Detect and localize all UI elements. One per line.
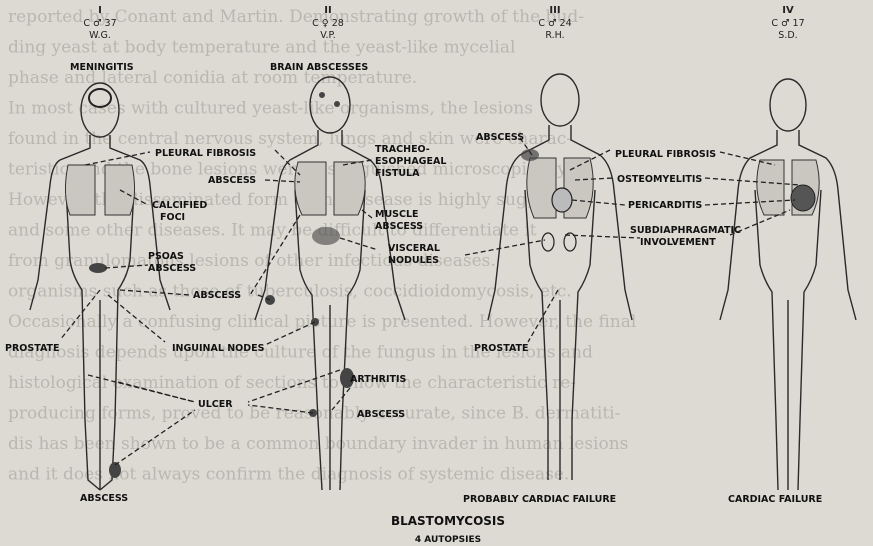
leader-osteo-4 <box>705 178 800 185</box>
case-1-numeral: I <box>98 5 102 16</box>
label-psoas-1: PSOAS <box>148 251 184 262</box>
label-inguinal-nodes: INGUINAL NODES <box>172 343 265 354</box>
label-psoas-2: ABSCESS <box>148 263 196 274</box>
label-abscess-knee: ABSCESS <box>357 409 405 420</box>
leader-visceral-3 <box>465 240 545 255</box>
case-4-sex-age: C ♂ 17 <box>771 18 804 29</box>
label-muscle-2: ABSCESS <box>375 221 423 232</box>
case-3-head <box>541 74 579 126</box>
background-text-line: In most cases with cultured yeast-like o… <box>8 99 533 119</box>
case-4-legs <box>755 190 821 490</box>
case-3-lung-right <box>527 158 556 218</box>
case-1-initials: W.G. <box>89 30 111 41</box>
figure-title: BLASTOMYCOSIS <box>391 514 505 528</box>
case-2-brain-lesion-1 <box>319 92 325 98</box>
label-subdiaphragmatic-1: SUBDIAPHRAGMATIC <box>630 225 741 236</box>
label-subdiaphragmatic-2: INVOLVEMENT <box>640 237 716 248</box>
label-pleural-fibrosis-2: PLEURAL FIBROSIS <box>615 149 716 160</box>
label-visceral-2: NODULES <box>388 255 439 266</box>
case-2-initials: V.P. <box>320 30 336 41</box>
case-1-lung-left <box>105 165 135 215</box>
case-4-initials: S.D. <box>778 30 797 41</box>
label-meningitis: MENINGITIS <box>70 62 134 73</box>
case-4-numeral: IV <box>782 5 794 16</box>
case-2-viscera <box>312 227 340 245</box>
figure-case-4: IV C ♂ 17 S.D. <box>720 5 856 490</box>
label-tracheo-2: ESOPHAGEAL <box>375 156 446 167</box>
case-1-psoas-lesion <box>89 263 107 273</box>
case-2-sex-age: C ♀ 28 <box>312 18 344 29</box>
leader-subdia <box>565 235 640 238</box>
case-2-numeral: II <box>324 5 331 16</box>
background-text-line: and it does not always confirm the diagn… <box>8 465 569 485</box>
case-3-shoulder-abscess <box>521 149 539 161</box>
label-abscess-lung: ABSCESS <box>208 175 256 186</box>
label-calcified-2: FOCI <box>160 212 185 223</box>
background-text-line: ding yeast at body temperature and the y… <box>8 38 515 58</box>
label-visceral-1: VISCERAL <box>388 243 440 254</box>
case-2-lung-right <box>295 162 326 215</box>
case-3-heart <box>552 188 572 212</box>
label-pleural-fibrosis-1: PLEURAL FIBROSIS <box>155 148 256 159</box>
label-arthritis: ARTHRITIS <box>350 374 407 385</box>
label-probably-cardiac-failure: PROBABLY CARDIAC FAILURE <box>463 494 616 505</box>
label-brain-abscesses: BRAIN ABSCESSES <box>270 62 368 73</box>
label-abscess-3: ABSCESS <box>476 132 524 143</box>
case-3-sex-age: C ♂ 24 <box>538 18 571 29</box>
case-4-heart <box>791 185 815 211</box>
case-1-lung-right <box>65 165 95 215</box>
figure-subtitle: 4 AUTOPSIES <box>415 535 481 545</box>
label-calcified-1: CALCIFIED <box>152 200 207 211</box>
case-2-lung-left <box>334 162 365 215</box>
case-3-numeral: III <box>549 5 560 16</box>
label-cardiac-failure: CARDIAC FAILURE <box>728 494 822 505</box>
label-osteomyelitis: OSTEOMYELITIS <box>617 174 702 185</box>
case-3-initials: R.H. <box>545 30 564 41</box>
case-3-kidney-right <box>542 233 554 251</box>
background-text-line: dis has been shown to be a common bounda… <box>8 434 628 454</box>
case-1-sex-age: C ♂ 37 <box>83 18 116 29</box>
label-tracheo-1: TRACHEO- <box>375 144 430 155</box>
label-prostate-2: PROSTATE <box>474 343 529 354</box>
label-pericarditis: PERICARDITIS <box>628 200 702 211</box>
background-text-line: Occasionally a confusing clinical pictur… <box>8 312 636 332</box>
label-prostate-1: PROSTATE <box>5 343 60 354</box>
label-abscess-foot: ABSCESS <box>80 493 128 504</box>
leader-pleural-4 <box>720 152 775 165</box>
label-muscle-1: MUSCLE <box>375 209 419 220</box>
case-2-brain-lesion-2 <box>334 101 340 107</box>
label-tracheo-3: FISTULA <box>375 168 420 179</box>
label-ulcer: ULCER <box>198 399 233 410</box>
label-abscess-hip: ABSCESS <box>193 290 241 301</box>
background-text-line: histological examination of sections to … <box>8 373 576 393</box>
case-4-head <box>770 79 806 131</box>
case-4-lung-right <box>757 160 784 215</box>
